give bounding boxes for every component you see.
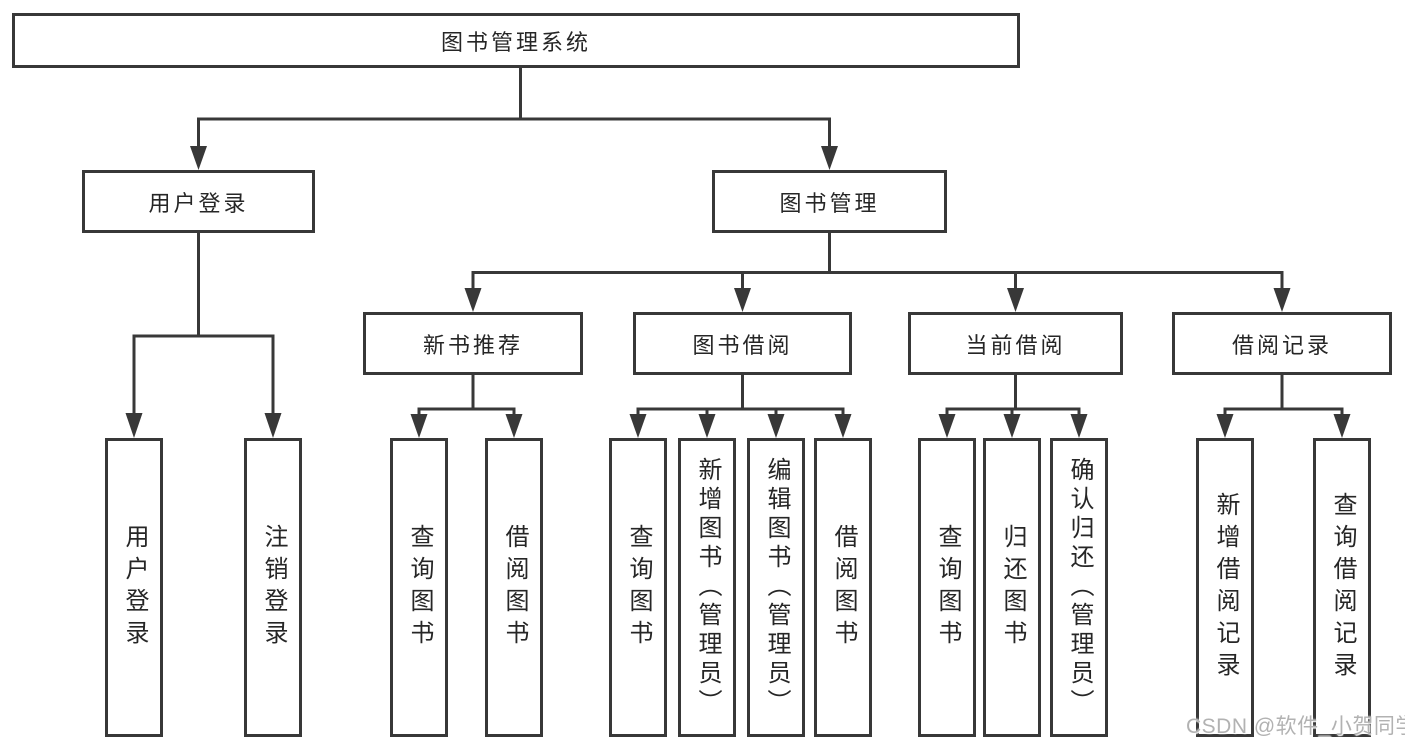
node-new-book-recommend: 新书推荐 [363, 312, 583, 375]
leaf-confirm-return-admin: 确认归还（管理员） [1050, 438, 1108, 737]
arrowhead-icon [834, 414, 852, 438]
node-label: 借阅图书 [830, 523, 857, 652]
node-book-borrow: 图书借阅 [633, 312, 852, 375]
arrowhead-icon [734, 288, 751, 312]
node-label: 新书推荐 [422, 332, 523, 358]
node-user-login: 用户登录 [82, 170, 315, 233]
arrowhead-icon [125, 413, 143, 438]
connector-paths [132, 68, 1344, 415]
node-label: 新增图书（管理员） [694, 457, 721, 718]
leaf-query-borrow-record: 查询借阅记录 [1313, 438, 1371, 737]
leaf-return-books: 归还图书 [983, 438, 1041, 737]
arrowhead-icon [821, 146, 838, 170]
connector-root-to-level2 [197, 68, 831, 147]
node-label: 用户登录 [121, 523, 148, 652]
node-label: 归还图书 [999, 523, 1026, 652]
node-label: 图书借阅 [692, 332, 793, 358]
node-label: 查询图书 [934, 523, 961, 652]
leaf-borrow-books: 借阅图书 [814, 438, 872, 737]
leaf-add-borrow-record: 新增借阅记录 [1196, 438, 1254, 737]
node-label: 确认归还（管理员） [1066, 457, 1093, 718]
node-label: 图书管理 [779, 190, 880, 216]
arrowheads [125, 146, 1351, 438]
arrowhead-icon [1333, 414, 1351, 438]
connector-recommend-to-leaves [417, 375, 516, 415]
node-label: 用户登录 [148, 190, 249, 216]
connector-bookmgmt-to-level3 [471, 233, 1284, 289]
connector-currentborrow-to-leaves [945, 375, 1081, 415]
csdn-watermark: CSDN @软件_小贺同学 [1186, 715, 1405, 738]
node-label: 新增借阅记录 [1212, 491, 1239, 684]
node-label: 注销登录 [260, 523, 287, 652]
arrowhead-icon [1070, 414, 1088, 438]
arrowhead-icon [1007, 288, 1024, 312]
node-label: 借阅图书 [501, 523, 528, 652]
node-label: 当前借阅 [965, 332, 1066, 358]
leaf-add-books-admin: 新增图书（管理员） [678, 438, 736, 737]
node-label: 查询图书 [406, 523, 433, 652]
node-label: 查询借阅记录 [1329, 491, 1356, 684]
leaf-query-books-current: 查询图书 [918, 438, 976, 737]
arrowhead-icon [264, 413, 282, 438]
node-label: 编辑图书（管理员） [763, 457, 790, 718]
arrowhead-icon [767, 414, 785, 438]
node-label: 查询图书 [625, 523, 652, 652]
arrowhead-icon [1216, 414, 1234, 438]
leaf-query-books-borrow: 查询图书 [609, 438, 667, 737]
arrowhead-icon [505, 414, 523, 438]
connector-bookborrow-to-leaves [636, 375, 845, 415]
node-root-book-management-system: 图书管理系统 [12, 13, 1020, 68]
leaf-query-books-recommend: 查询图书 [390, 438, 448, 737]
node-label: 图书管理系统 [440, 29, 591, 55]
connector-userlogin-to-leaves [132, 233, 275, 414]
arrowhead-icon [1003, 414, 1021, 438]
node-book-management: 图书管理 [712, 170, 947, 233]
leaf-borrow-books-recommend: 借阅图书 [485, 438, 543, 737]
arrowhead-icon [410, 414, 428, 438]
leaf-user-login: 用户登录 [105, 438, 163, 737]
arrowhead-icon [938, 414, 956, 438]
node-borrow-records: 借阅记录 [1172, 312, 1392, 375]
node-label: 借阅记录 [1231, 332, 1332, 358]
leaf-edit-books-admin: 编辑图书（管理员） [747, 438, 805, 737]
node-current-borrow: 当前借阅 [908, 312, 1123, 375]
arrowhead-icon [1273, 288, 1291, 312]
leaf-logout: 注销登录 [244, 438, 302, 737]
arrowhead-icon [464, 288, 482, 312]
arrowhead-icon [698, 414, 716, 438]
connector-records-to-leaves [1223, 375, 1344, 415]
arrowhead-icon [190, 146, 207, 170]
arrowhead-icon [629, 414, 647, 438]
